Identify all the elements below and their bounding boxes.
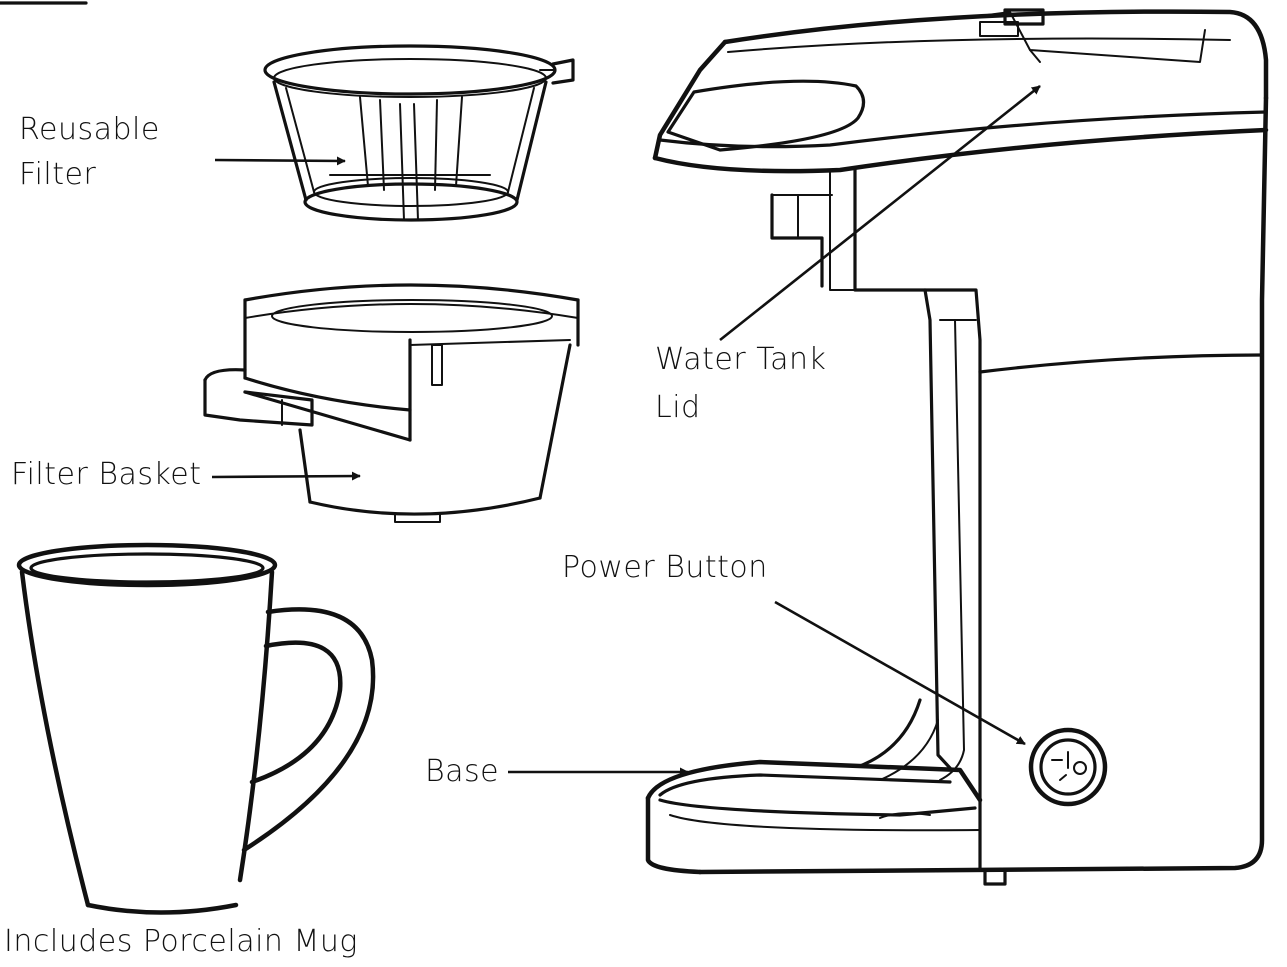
base-label: Base (425, 754, 500, 789)
filter-basket-label: Filter Basket (11, 457, 202, 492)
water-tank-lid-arrow (719, 84, 1041, 342)
porcelain-mug-label: Includes Porcelain Mug (4, 924, 358, 959)
filter-basket-illustration (203, 283, 580, 523)
power-button-label: Power Button (562, 550, 768, 585)
reusable-filter-label-line2: Filter (19, 157, 97, 192)
porcelain-mug-illustration (16, 542, 376, 915)
coffee-maker-illustration (645, 8, 1269, 886)
reusable-filter-illustration (263, 44, 575, 222)
reusable-filter-label-line1: Reusable (19, 112, 160, 147)
water-tank-lid-label-line2: Lid (655, 390, 701, 425)
water-tank-lid-label-line1: Water Tank (655, 342, 827, 377)
reusable-filter-arrow (214, 156, 346, 166)
filter-basket-arrow (211, 471, 361, 481)
power-button-icon (1028, 727, 1108, 807)
power-button-arrow (774, 600, 1026, 746)
